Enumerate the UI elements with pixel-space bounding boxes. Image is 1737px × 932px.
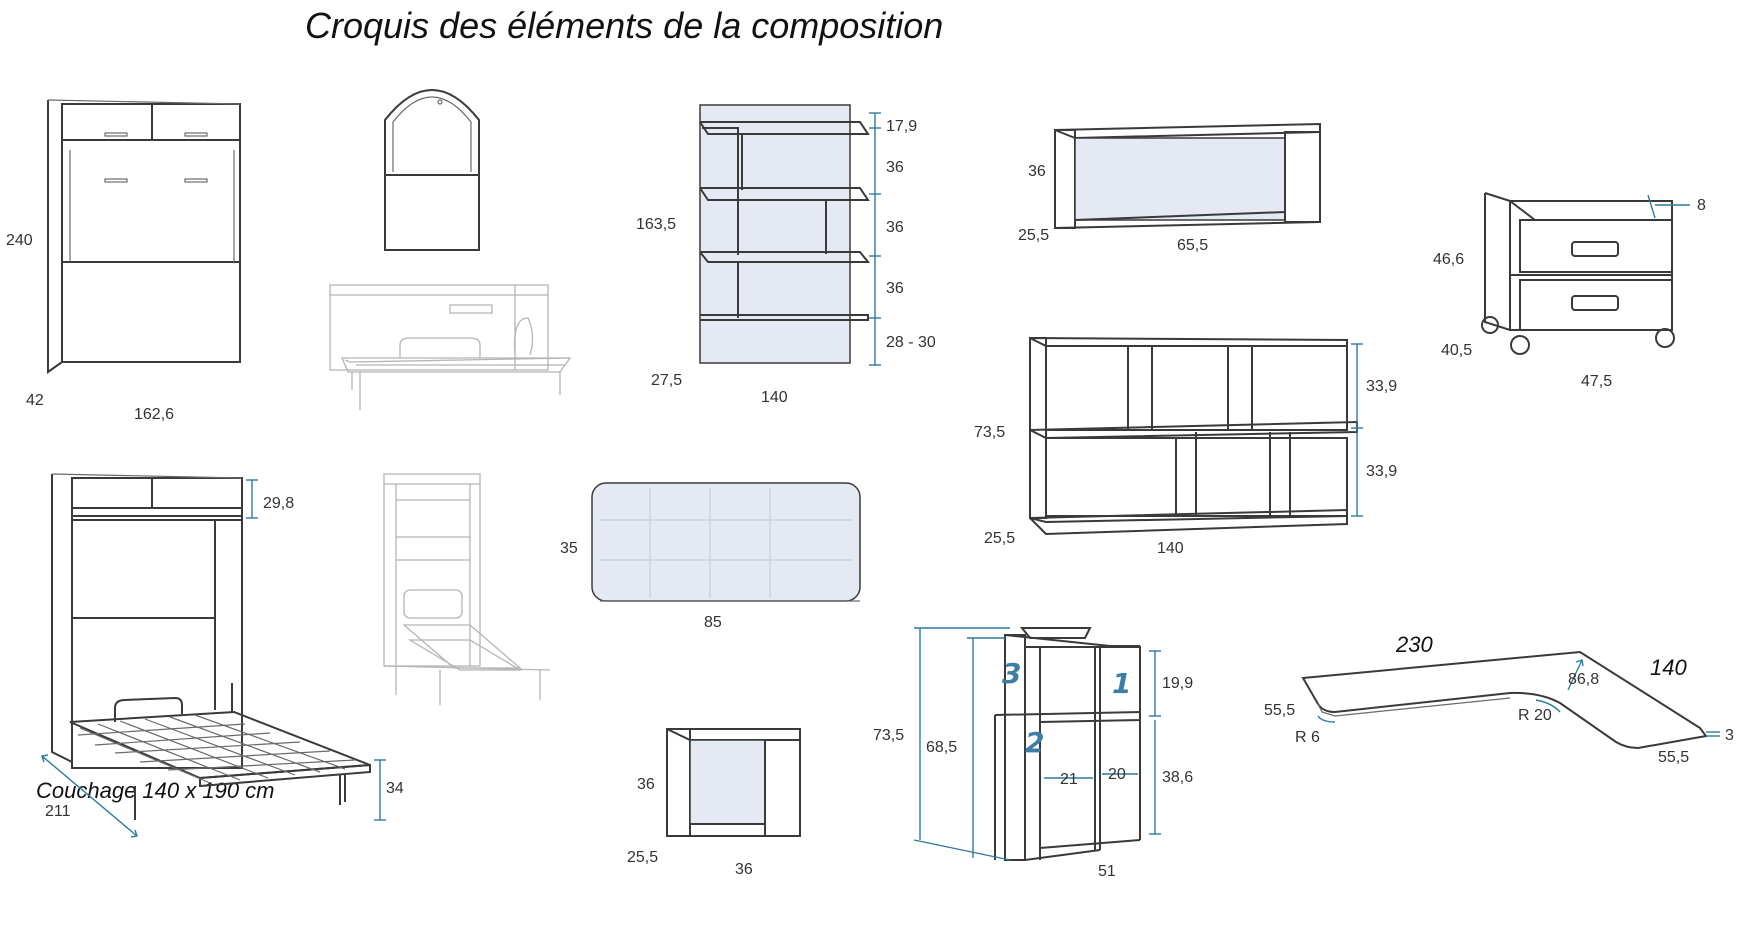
- bed-width-label: 162,6: [134, 406, 174, 423]
- caisson-height-label: 46,6: [1433, 251, 1464, 268]
- shelf-height-label: 163,5: [636, 216, 676, 233]
- shelf-gap-1-label: 36: [886, 159, 904, 176]
- headboard-width-label: 85: [704, 614, 722, 631]
- low-width-label: 140: [1157, 540, 1184, 557]
- shelf-gap-top-label: 17,9: [886, 118, 917, 135]
- desk-r6-label: R 6: [1295, 729, 1320, 746]
- corner-shelving: 73,5 68,5 19,9 38,6 21 20 51 1 2 3: [873, 627, 1193, 880]
- desk-end-label: 55,5: [1264, 702, 1295, 719]
- marker-3: 3: [1002, 657, 1021, 690]
- wall-bed-open: 29,8 34 211: [41, 473, 404, 838]
- wall-depth-label: 25,5: [1018, 227, 1049, 244]
- cube-width-label: 36: [735, 861, 753, 878]
- low-height-label: 73,5: [974, 424, 1005, 441]
- corner-bottom-label: 38,6: [1162, 769, 1193, 786]
- wall-bed-closed: 240 42 162,6: [6, 99, 241, 423]
- wall-width-label: 65,5: [1177, 237, 1208, 254]
- shelf-gap-bottom-label: 28 - 30: [886, 334, 936, 351]
- desk-thick-label: 3: [1725, 727, 1734, 744]
- caisson-rim-label: 8: [1697, 197, 1706, 214]
- cube-shelf: 36 25,5 36: [627, 728, 801, 878]
- low-shelving: 33,9 33,9 73,5 25,5 140: [974, 337, 1397, 557]
- desk-long-label: 230: [1395, 632, 1433, 657]
- shelf-gap-2-label: 36: [886, 219, 904, 236]
- marker-1: 1: [1112, 667, 1131, 700]
- arched-headboard: [384, 89, 480, 251]
- low-depth-label: 25,5: [984, 530, 1015, 547]
- desk-end-right-label: 55,5: [1658, 749, 1689, 766]
- wall-height-label: 36: [1028, 163, 1046, 180]
- rolling-caisson: 8 46,6 40,5 47,5: [1433, 192, 1706, 390]
- corner-desk-top: 3 230 140 86,8 55,5 R 6 R 20 55,5: [1264, 632, 1734, 766]
- bed-height-label: 240: [6, 232, 33, 249]
- padded-headboard: 35 85: [560, 482, 861, 631]
- shelf-depth-label: 27,5: [651, 372, 682, 389]
- low-top-label: 33,9: [1366, 378, 1397, 395]
- bed-depth-label: 42: [26, 392, 44, 409]
- desk-r20-label: R 20: [1518, 707, 1552, 724]
- open-depth-label: 211: [45, 803, 71, 820]
- shelf-gap-3-label: 36: [886, 280, 904, 297]
- cube-height-label: 36: [637, 776, 655, 793]
- page-title: Croquis des éléments de la composition: [305, 5, 944, 46]
- corner-w1-label: 21: [1060, 771, 1078, 788]
- corner-w2-label: 20: [1108, 766, 1126, 783]
- open-height-label: 34: [386, 780, 404, 797]
- corner-width-label: 51: [1098, 863, 1116, 880]
- open-top-label: 29,8: [263, 495, 294, 512]
- horizontal-bed-open: [329, 284, 572, 410]
- headboard-height-label: 35: [560, 540, 578, 557]
- desk-inner-label: 86,8: [1568, 671, 1599, 688]
- wall-shelving: 17,9 36 36 36 28 - 30 163,5 27,5 140: [636, 104, 936, 406]
- caisson-width-label: 47,5: [1581, 373, 1612, 390]
- corner-inner-label: 68,5: [926, 739, 957, 756]
- low-bottom-label: 33,9: [1366, 463, 1397, 480]
- corner-top-label: 19,9: [1162, 675, 1193, 692]
- marker-2: 2: [1025, 726, 1044, 759]
- desk-short-label: 140: [1650, 655, 1687, 680]
- shelf-width-label: 140: [761, 389, 788, 406]
- tall-single-bed: [383, 473, 551, 705]
- caisson-depth-label: 40,5: [1441, 342, 1472, 359]
- cube-depth-label: 25,5: [627, 849, 658, 866]
- corner-total-label: 73,5: [873, 727, 904, 744]
- wall-cabinet: 36 25,5 65,5: [1018, 122, 1321, 254]
